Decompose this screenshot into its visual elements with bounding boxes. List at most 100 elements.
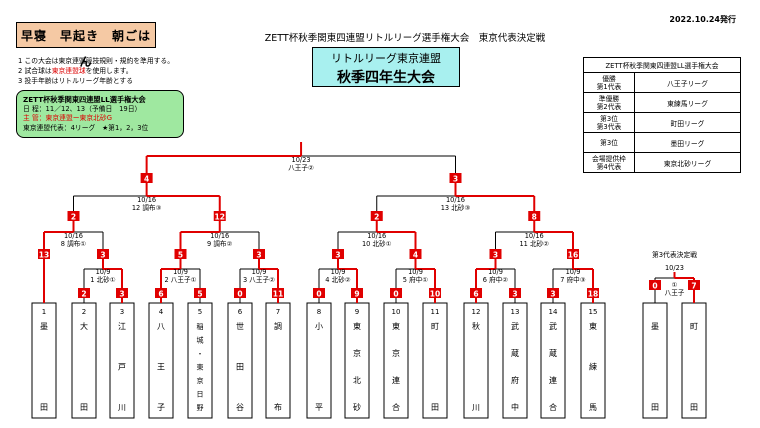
tournament-subtitle-box: リトルリーグ東京連盟 秋季四年生大会 (312, 47, 460, 87)
score-value: 0 (652, 281, 657, 290)
score-box (370, 211, 383, 221)
score-box (390, 288, 402, 298)
team-name-char: 日 (197, 391, 204, 399)
match-venue: 11 北砂② (519, 239, 549, 248)
results-table: ZETT杯秋季関東四連盟LL選手権大会 優勝第1代表八王子リーグ 準優勝第2代表… (583, 57, 741, 173)
score-box (155, 288, 167, 298)
score-box (509, 288, 521, 298)
team-name-char: 墨 (651, 322, 659, 331)
team-name-char: 中 (511, 402, 519, 412)
team-number: 1 (42, 308, 46, 316)
score-value: 3 (550, 289, 555, 298)
results-row: 第3位墨田リーグ (583, 132, 741, 153)
match-date: 10/16 (525, 232, 544, 240)
team-name-char: 川 (118, 403, 126, 412)
score-box (272, 288, 284, 298)
score-box (174, 249, 187, 259)
team-name-char: 町 (431, 322, 439, 331)
team-name-char: 田 (236, 363, 244, 372)
score-box (67, 211, 80, 221)
match-date: 10/16 (367, 232, 386, 240)
match-date: 10/9 (173, 268, 188, 276)
team-name-char: 野 (197, 404, 204, 412)
score-value: 3 (453, 174, 458, 183)
team-name-char: 北 (353, 376, 361, 385)
score-value: 4 (144, 174, 149, 183)
match-date: 10/9 (566, 268, 581, 276)
score-box (78, 288, 90, 298)
match-date: 10/9 (252, 268, 267, 276)
team-name-char: 平 (315, 403, 323, 412)
team-name-char: 墨 (40, 322, 48, 331)
score-value: 0 (316, 289, 321, 298)
team-box (502, 302, 528, 419)
score-box (313, 288, 325, 298)
team-name-char: 府 (511, 375, 519, 385)
team-name-char: 蔵 (511, 348, 519, 358)
score-box (587, 288, 599, 298)
team-number: 8 (317, 308, 321, 316)
score-box (528, 211, 541, 221)
team-number: 15 (589, 308, 598, 316)
match-venue: 1 北砂① (90, 275, 115, 284)
note-1: 1 この大会は東京連盟競技規則・規約を準用する。 (18, 57, 175, 65)
motto-banner: 早寝 早起き 朝ごはん (16, 22, 156, 69)
score-value: 3 (119, 289, 124, 298)
team-name-char: 京 (392, 348, 400, 358)
team-number: 14 (549, 308, 558, 316)
team-name-char: 連 (549, 375, 557, 385)
match-venue: 八王子 (665, 289, 685, 297)
score-value: 8 (532, 212, 537, 221)
score-box (429, 288, 441, 298)
match-venue: 八王子② (288, 164, 314, 172)
team-name-char: 田 (80, 403, 88, 412)
score-value: 2 (81, 289, 86, 298)
team-box (109, 302, 135, 419)
score-box (449, 173, 462, 183)
score-box (38, 249, 50, 259)
team-name-char: 布 (274, 402, 282, 412)
results-row: 優勝第1代表八王子リーグ (583, 72, 741, 93)
score-box (567, 249, 579, 259)
team-box (31, 302, 57, 419)
score-value: 11 (273, 289, 283, 298)
score-value: 6 (473, 289, 478, 298)
team-name-char: 世 (236, 321, 244, 331)
team-box (580, 302, 606, 419)
score-value: 3 (335, 250, 340, 259)
match-venue: 10 北砂① (362, 239, 392, 248)
score-value: 3 (100, 250, 105, 259)
match-venue: 8 調布① (61, 239, 86, 248)
score-box (489, 249, 502, 259)
team-box (642, 302, 668, 419)
team-name-char: 戸 (118, 363, 126, 372)
team-name-char: 東 (353, 321, 361, 331)
score-value: 9 (354, 289, 359, 298)
team-box (463, 302, 489, 419)
match-venue: 5 府中① (403, 275, 428, 284)
score-value: 3 (512, 289, 517, 298)
match-date: 10/23 (292, 156, 311, 164)
score-value: 7 (691, 281, 696, 290)
score-box (332, 249, 344, 259)
team-name-char: 王 (157, 363, 165, 372)
score-value: 6 (158, 289, 163, 298)
team-name-char: 川 (472, 403, 480, 412)
score-box (351, 288, 363, 298)
team-number: 11 (431, 308, 440, 316)
team-number: 3 (120, 308, 124, 316)
team-name-char: 京 (353, 348, 361, 358)
match-venue: 12 調布③ (132, 203, 162, 212)
match-date: 10/23 (665, 264, 684, 272)
team-name-char: 砂 (353, 402, 361, 412)
team-name-char: 調 (274, 321, 282, 331)
score-value: 2 (374, 212, 379, 221)
score-value: 18 (588, 289, 598, 298)
team-number: 5 (198, 308, 202, 316)
score-value: 12 (215, 212, 225, 221)
team-box (540, 302, 566, 419)
team-number: 6 (238, 308, 243, 316)
team-name-char: 練 (589, 362, 597, 372)
team-name-char: 秋 (472, 321, 480, 331)
